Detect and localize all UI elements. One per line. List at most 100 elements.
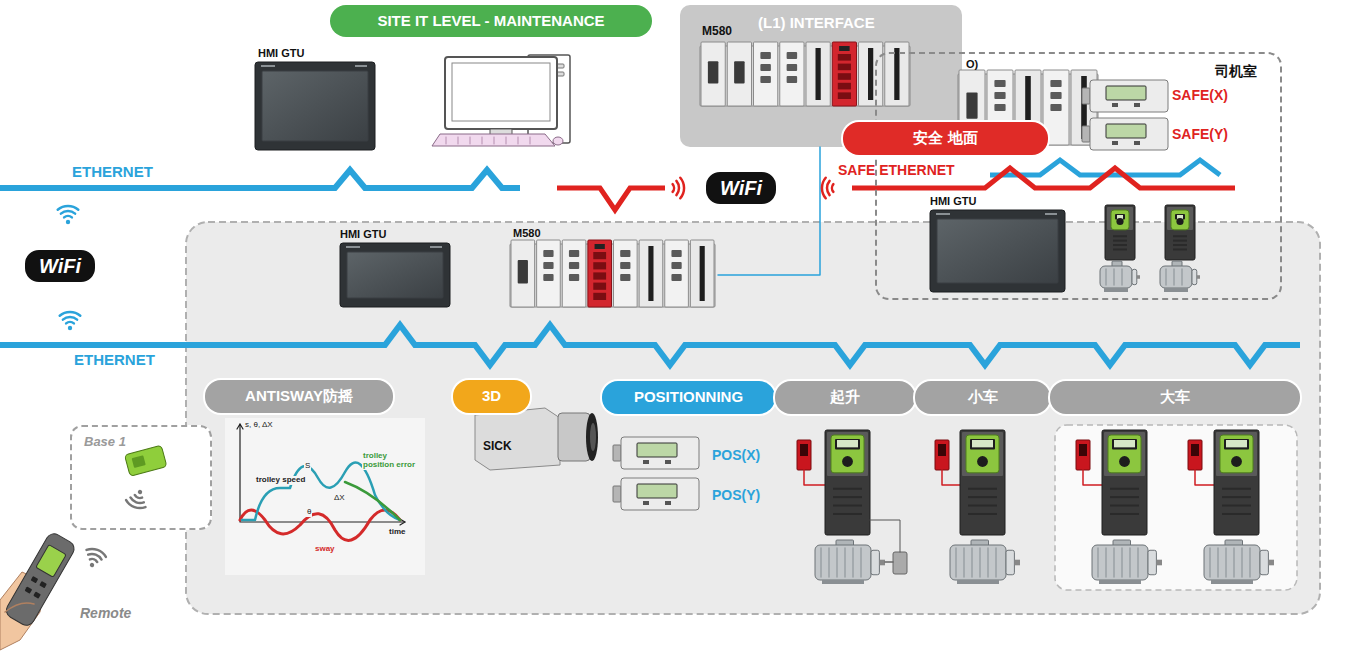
drive-display (970, 439, 995, 450)
drive-vent (968, 505, 997, 507)
rack-module (859, 42, 883, 106)
hmi-frame (930, 210, 1065, 292)
motor-fin (1225, 548, 1227, 577)
encoder (613, 437, 699, 469)
computer (432, 55, 570, 146)
drive-body (825, 430, 870, 535)
node-heading: Base 1 (84, 435, 126, 449)
module-port (569, 262, 579, 269)
function-pill: 起升 (775, 381, 915, 414)
drive-body (1165, 205, 1195, 260)
chart-axis (240, 424, 405, 522)
motor-body (950, 545, 1006, 580)
remote-button (25, 586, 33, 593)
relay-body (1188, 440, 1202, 470)
motor-body (1100, 266, 1132, 288)
module-port (994, 80, 1005, 87)
encoder-connector (613, 486, 621, 502)
rack-module (690, 240, 714, 307)
drive-vent (1173, 244, 1187, 246)
device-label: sway (314, 545, 336, 554)
drive-lcd (1226, 440, 1247, 447)
drive-bezel (1171, 210, 1189, 230)
pill-label: 起升 (830, 389, 860, 406)
hmi-logo (261, 65, 275, 67)
safety-module (588, 240, 612, 307)
pill-label: 大车 (1160, 389, 1190, 406)
motor-shaft (1137, 275, 1140, 279)
module-detail (708, 61, 719, 83)
motor-fin (1113, 548, 1115, 577)
module-port (760, 64, 771, 71)
hmi-panel (930, 210, 1065, 292)
signal-wave (61, 211, 75, 214)
motor (1092, 540, 1162, 584)
drive-bezel (1111, 210, 1129, 230)
drive-body (1102, 430, 1147, 535)
module-port (1050, 104, 1061, 111)
drive-vent (1173, 248, 1187, 250)
pill-label: 安全 地面 (913, 130, 977, 147)
drive-vent (1222, 505, 1251, 507)
encoder-button (665, 501, 671, 505)
module-port (671, 250, 681, 257)
hmi-screen (262, 71, 368, 141)
drive-vent (1110, 505, 1139, 507)
relay-face (800, 444, 808, 456)
signal-wave (125, 500, 146, 511)
motor-body (815, 545, 871, 580)
motor-shaft (879, 560, 885, 566)
safety-relay (1188, 440, 1214, 485)
function-pill: 小车 (915, 381, 1050, 414)
module-port (543, 274, 553, 281)
speed-curve (242, 463, 400, 520)
ethernet-line (990, 160, 1220, 175)
signal-wave (680, 178, 684, 199)
encoder-connector (1082, 126, 1090, 142)
motor-fin (979, 548, 981, 577)
remote-button (31, 576, 39, 583)
module-slot (648, 246, 653, 301)
pill-label: 3D (482, 388, 501, 405)
drive-vent (1110, 513, 1139, 515)
module-io (593, 293, 606, 300)
device-label: HMI GTU (930, 195, 976, 207)
encoder-button (643, 460, 649, 464)
module-port (787, 64, 798, 71)
function-pill: 3D (453, 380, 530, 413)
motor-fin (1173, 269, 1175, 285)
motor-cap (1260, 550, 1268, 575)
drive-front (1107, 207, 1133, 230)
key-row (506, 137, 507, 144)
drive-vent (1113, 240, 1127, 242)
device-label: POS(Y) (712, 488, 760, 503)
signal-wave (58, 206, 79, 210)
device-label: ETHERNET (72, 164, 153, 181)
drive-front (962, 432, 1003, 476)
encoder-button (1134, 103, 1140, 107)
motor-fin (1121, 269, 1123, 285)
drive-vent (1113, 248, 1127, 250)
drive-vent (833, 488, 862, 490)
drive-lcd (972, 440, 993, 447)
relay-body (1076, 440, 1090, 470)
signal-dot (66, 220, 70, 224)
motor-fin (1137, 548, 1139, 577)
motor-fin (1217, 548, 1219, 577)
hmi-logo (346, 246, 360, 248)
function-pill: 大车 (1050, 381, 1300, 414)
motor-fin (995, 548, 997, 577)
wireless-signal (822, 178, 833, 199)
drive-vent (1113, 244, 1127, 246)
drive (825, 430, 870, 535)
hmi-logo (430, 246, 442, 248)
axis-arrow (237, 424, 243, 429)
base-box-ground (70, 425, 212, 530)
monitor-screen (452, 63, 550, 121)
field-zone (186, 222, 1320, 614)
drive-vent (1173, 240, 1187, 242)
signal-wave (60, 312, 81, 316)
module-io (593, 252, 606, 259)
signal-wave (134, 495, 142, 499)
